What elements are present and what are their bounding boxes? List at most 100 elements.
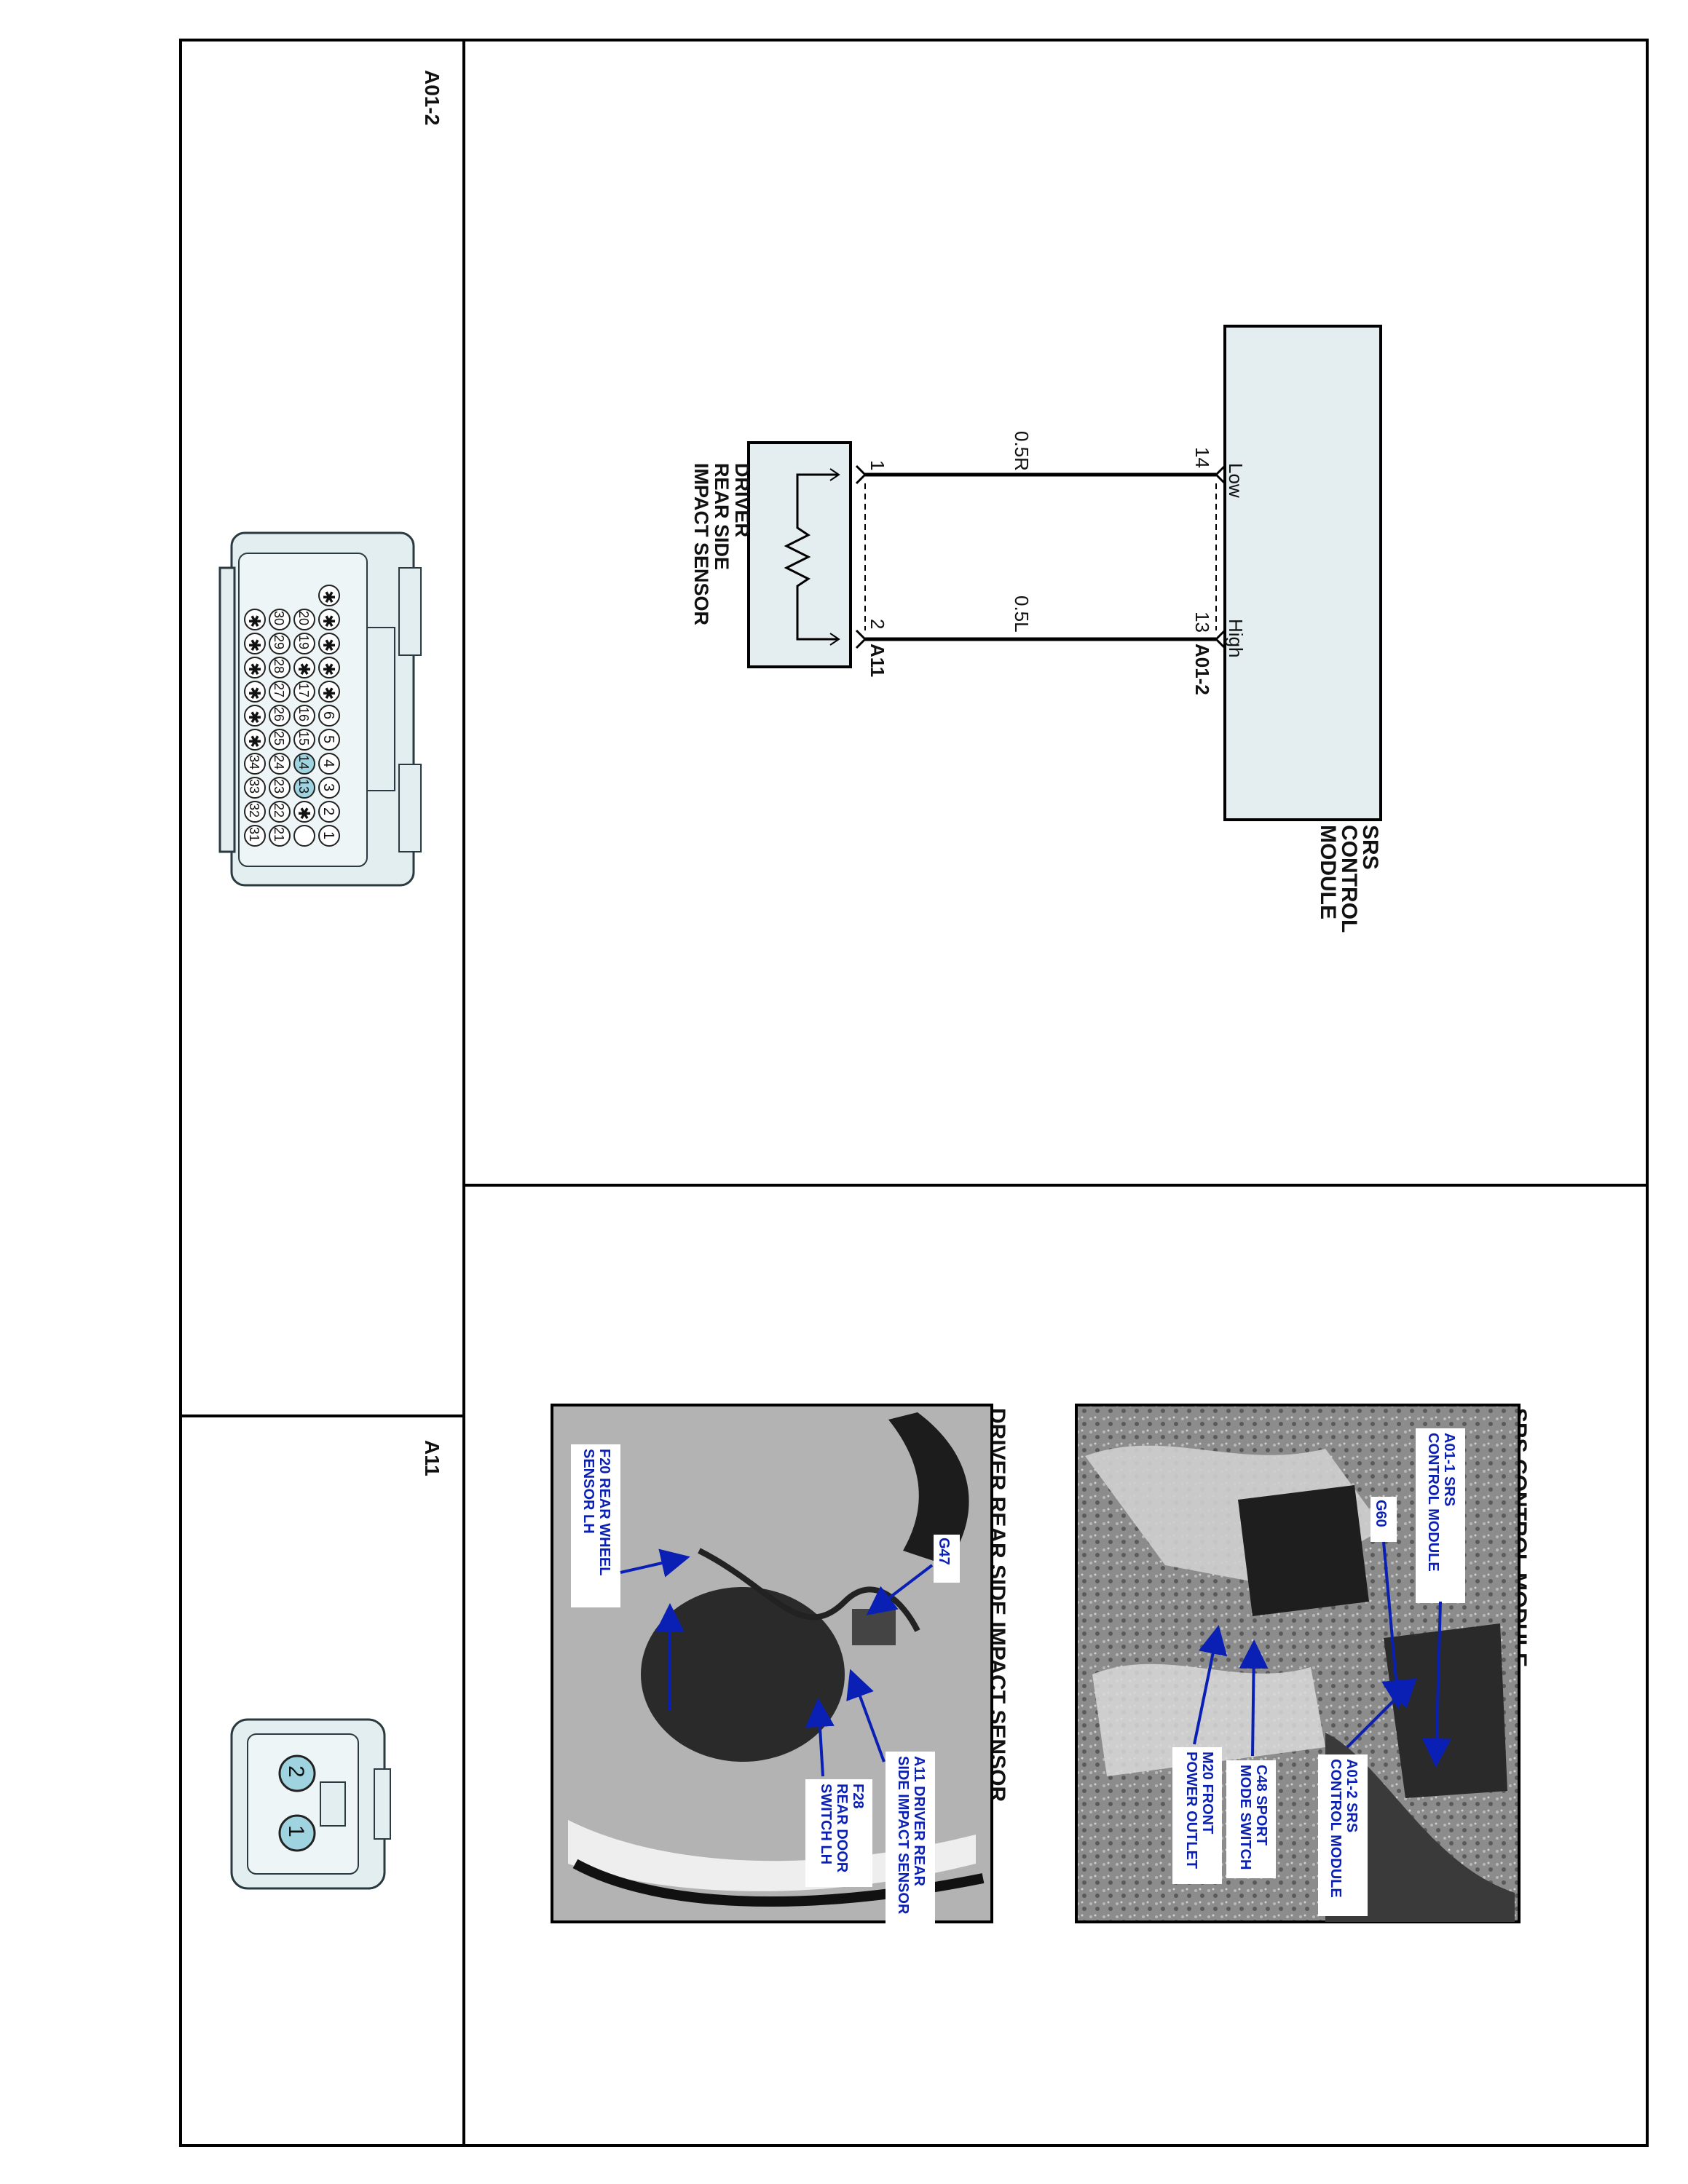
connector-a11-panel: A11 2 1 — [230, 1440, 443, 1890]
arrow-g47 — [866, 1564, 934, 1615]
pin-21: 21 — [269, 825, 291, 847]
svg-text:17: 17 — [296, 683, 311, 697]
svg-text:M20 FRONT: M20 FRONT — [1199, 1752, 1215, 1834]
photos-panel: SRS CONTROL MODULE A01-1 SRS CONTROL MOD… — [551, 1404, 1531, 1923]
svg-text:CONTROL MODULE: CONTROL MODULE — [1328, 1759, 1344, 1898]
pin-1: 1 — [278, 1814, 316, 1852]
svg-text:23: 23 — [272, 779, 286, 794]
svg-text:✱: ✱ — [245, 687, 264, 700]
svg-text:F28: F28 — [850, 1784, 866, 1808]
svg-text:✱: ✱ — [295, 662, 313, 676]
module-connector-label: A01-2 — [1191, 644, 1213, 695]
pin-19: 19 — [293, 633, 315, 654]
pin-blocked: ✱ — [318, 681, 340, 703]
svg-text:G60: G60 — [1373, 1500, 1389, 1527]
svg-text:SWITCH LH: SWITCH LH — [818, 1784, 834, 1864]
svg-text:24: 24 — [272, 755, 286, 769]
svg-text:2: 2 — [284, 1765, 308, 1778]
svg-text:26: 26 — [272, 707, 286, 721]
pin-2: 2 — [318, 801, 340, 823]
svg-text:✱: ✱ — [295, 807, 313, 820]
svg-text:✱: ✱ — [320, 662, 338, 676]
connector-a01-2-panel: A01-2 1 2 3 4 5 6 ✱ ✱ ✱ ✱ ✱ ✱ — [218, 70, 443, 887]
arrow-f20 — [620, 1548, 690, 1578]
svg-text:F20 REAR WHEEL: F20 REAR WHEEL — [596, 1449, 612, 1575]
label-a11-photo: A11 DRIVER REAR SIDE IMPACT SENSOR — [886, 1752, 935, 1923]
pin-22: 22 — [269, 801, 291, 823]
sensor-pin-1-arrow — [855, 464, 867, 485]
arrow-f28 — [805, 1698, 835, 1777]
pin-blocked: ✱ — [318, 657, 340, 678]
pin-14: 14 — [293, 753, 315, 775]
pin-30: 30 — [269, 609, 291, 630]
svg-text:✱: ✱ — [245, 735, 264, 748]
pin-29: 29 — [269, 633, 291, 654]
svg-text:33: 33 — [247, 779, 261, 794]
label-a01-1: A01-1 SRS CONTROL MODULE — [1416, 1428, 1465, 1603]
rear-photo-labels: F20 REAR WHEEL SENSOR LH G47 A11 DRIVER … — [571, 1444, 960, 1923]
pin-26: 26 — [269, 705, 291, 727]
srs-photo-labels: A01-1 SRS CONTROL MODULE G60 A01-2 SRS C… — [1172, 1428, 1465, 1916]
pin-31: 31 — [244, 825, 266, 847]
sensor-pin-2: 2 — [867, 619, 888, 629]
pin-blocked: ✱ — [293, 657, 315, 678]
svg-text:✱: ✱ — [320, 590, 338, 604]
pin-5: 5 — [318, 729, 340, 751]
pin-blocked: ✱ — [244, 705, 266, 727]
label-m20: M20 FRONT POWER OUTLET — [1172, 1747, 1222, 1884]
svg-text:1: 1 — [284, 1825, 308, 1837]
pin-empty — [293, 825, 315, 847]
pin-blocked: ✱ — [244, 729, 266, 751]
resistor-symbol — [784, 468, 840, 646]
srs-module-photo — [1075, 1404, 1521, 1923]
connector-a11-drawing — [230, 1718, 391, 1890]
svg-text:✱: ✱ — [245, 638, 264, 652]
pin-blocked: ✱ — [293, 801, 315, 823]
pin-28: 28 — [269, 657, 291, 678]
svg-text:14: 14 — [296, 755, 311, 769]
svg-text:2: 2 — [320, 807, 336, 815]
svg-text:A11 DRIVER REAR: A11 DRIVER REAR — [911, 1756, 927, 1886]
label-g47: G47 — [934, 1535, 960, 1583]
svg-text:1: 1 — [320, 831, 336, 839]
pin-blocked: ✱ — [318, 609, 340, 630]
arrow-a01-2 — [1346, 1677, 1417, 1749]
pin-33: 33 — [244, 777, 266, 799]
arrow-a11 — [846, 1669, 886, 1762]
svg-text:✱: ✱ — [320, 687, 338, 700]
svg-text:16: 16 — [296, 707, 311, 721]
svg-text:31: 31 — [247, 827, 261, 842]
label-a01-2: A01-2 SRS CONTROL MODULE — [1318, 1754, 1368, 1916]
svg-text:MODULE: MODULE — [1316, 825, 1340, 919]
pin-blocked: ✱ — [318, 585, 340, 606]
svg-text:✱: ✱ — [245, 711, 264, 724]
svg-text:6: 6 — [320, 711, 336, 719]
svg-text:29: 29 — [272, 635, 286, 649]
pin-27: 27 — [269, 681, 291, 703]
svg-text:A01-1 SRS: A01-1 SRS — [1441, 1433, 1457, 1506]
pin-16: 16 — [293, 705, 315, 727]
pin-25: 25 — [269, 729, 291, 751]
svg-text:28: 28 — [272, 659, 286, 673]
svg-text:IMPACT SENSOR: IMPACT SENSOR — [690, 463, 712, 625]
connector-label-a11: A11 — [421, 1440, 443, 1476]
svg-text:✱: ✱ — [320, 614, 338, 628]
svg-text:A01-2 SRS: A01-2 SRS — [1344, 1759, 1360, 1832]
svg-text:G47: G47 — [936, 1538, 952, 1565]
signal-low: Low — [1225, 463, 1247, 498]
srs-control-module-box — [1223, 325, 1382, 821]
pin-blocked: ✱ — [244, 633, 266, 654]
wire-low-spec: 0.5R — [1011, 431, 1033, 471]
svg-text:27: 27 — [272, 683, 286, 697]
sensor-label: DRIVER REAR SIDE IMPACT SENSOR — [690, 463, 753, 625]
svg-text:✱: ✱ — [245, 614, 264, 628]
label-f28: F28 REAR DOOR SWITCH LH — [805, 1779, 872, 1887]
pin-32: 32 — [244, 801, 266, 823]
pin-15: 15 — [293, 729, 315, 751]
svg-text:POWER OUTLET: POWER OUTLET — [1183, 1752, 1199, 1869]
pin-34: 34 — [244, 753, 266, 775]
pin-4: 4 — [318, 753, 340, 775]
pin-17: 17 — [293, 681, 315, 703]
wire-high-spec: 0.5L — [1011, 596, 1033, 633]
svg-text:22: 22 — [272, 803, 286, 818]
